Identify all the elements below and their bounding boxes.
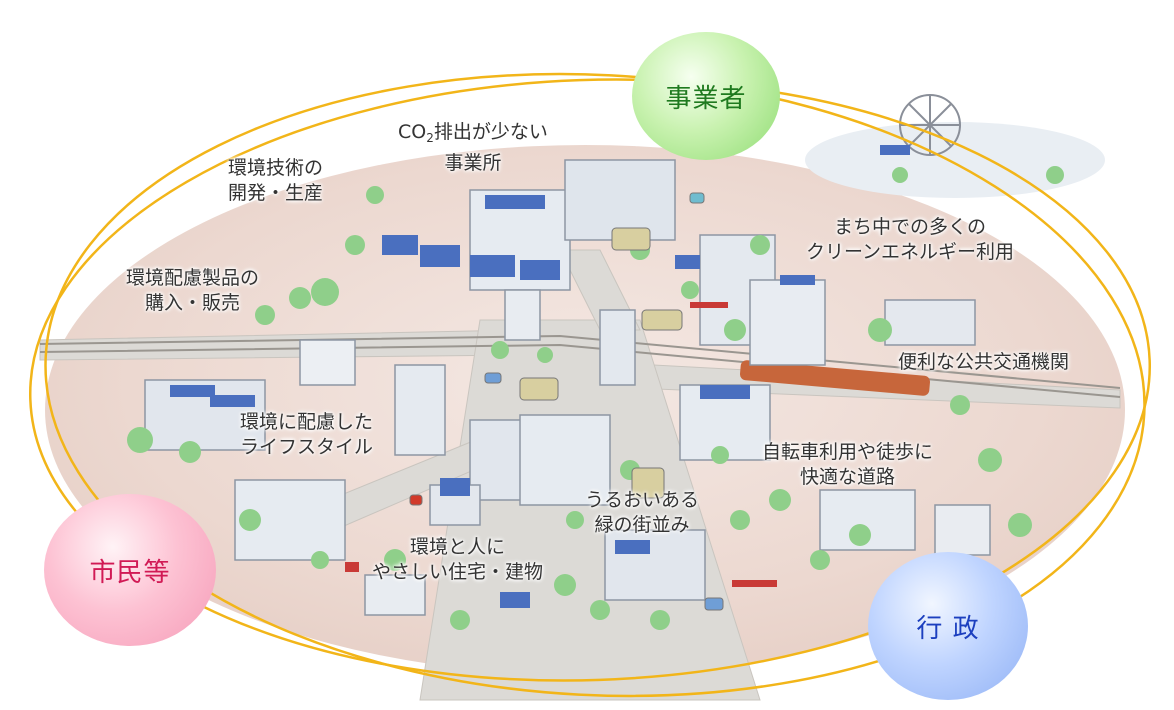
business-bubble: 事業者 (632, 32, 780, 160)
railway (39, 334, 1121, 398)
label-eco-lifestyle: 環境に配慮した ライフスタイル (240, 411, 374, 458)
label-public-transit: 便利な公共交通機関 (898, 351, 1070, 373)
orbit-rings (28, 72, 1152, 698)
business-label: 事業者 (665, 83, 747, 114)
label-env-tech: 環境技術の 開発・生産 (228, 157, 324, 204)
citizens-bubble: 市民等 (44, 494, 216, 646)
label-eco-products: 環境配慮製品の 購入・販売 (126, 267, 260, 314)
government-label: 行 政 (916, 613, 980, 644)
train (739, 360, 931, 396)
label-green-streets: うるおいある 緑の街並み (585, 489, 700, 536)
bus-shelters (345, 302, 777, 587)
park-area (805, 122, 1105, 198)
citizens-label: 市民等 (89, 557, 171, 588)
label-low-co2-office: CO2排出が少ない 事業所 (398, 121, 548, 174)
label-comfortable-roads: 自転車利用や徒歩に 快適な道路 (762, 441, 934, 488)
label-friendly-housing: 環境と人に やさしい住宅・建物 (372, 536, 544, 583)
solar-panels (170, 145, 910, 608)
vehicles (409, 192, 724, 611)
label-clean-energy: まち中での多くの クリーンエネルギー利用 (806, 216, 1015, 263)
government-bubble: 行 政 (868, 552, 1028, 700)
